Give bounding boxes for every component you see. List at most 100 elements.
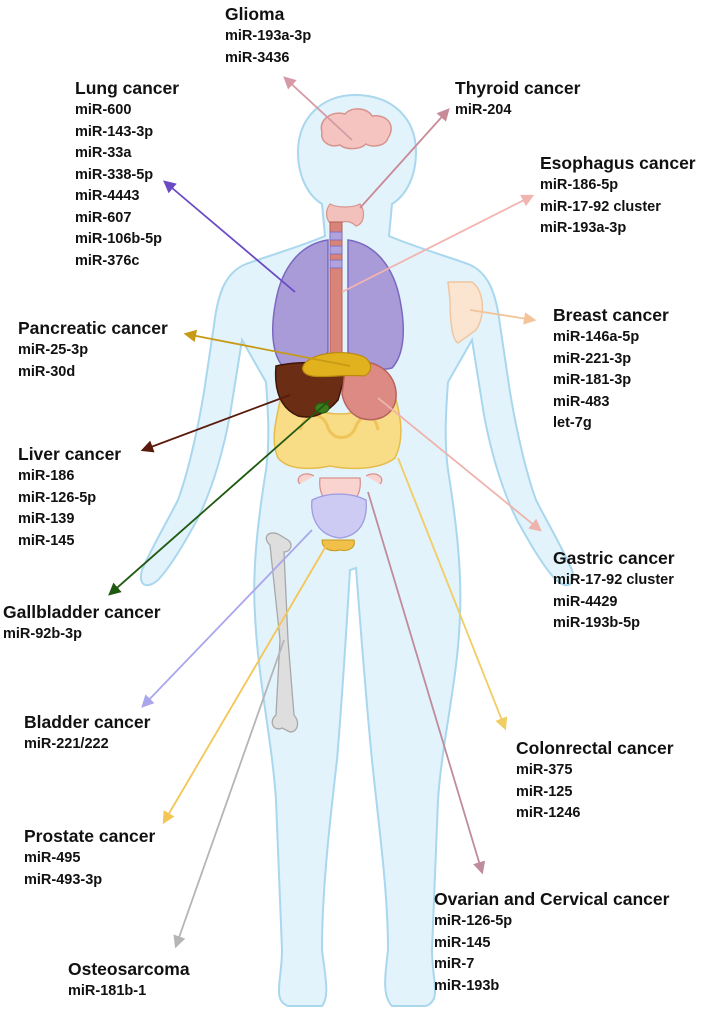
- mirna-item: miR-607: [75, 209, 132, 226]
- trachea-ring: [329, 231, 343, 241]
- mirna-item: miR-126-5p: [434, 913, 513, 929]
- femur-bone: [265, 532, 299, 733]
- cancer-title-breast: Breast cancer: [553, 305, 669, 325]
- cancer-label-glioma: Glioma miR-193a-3p miR-3436: [225, 2, 311, 69]
- human-body: [140, 93, 574, 1007]
- mirna-item: miR-493-3p: [24, 871, 103, 888]
- cancer-label-gallbladder: Gallbladder cancer miR-92b-3p: [3, 600, 161, 646]
- cancer-title-gallbladder: Gallbladder cancer: [3, 602, 161, 622]
- cancer-label-colorectal: Colonrectal cancer miR-375 miR-125 miR-1…: [516, 736, 674, 825]
- mirna-list-colorectal: miR-375 miR-125 miR-1246: [516, 760, 674, 825]
- mirna-item: miR-125: [516, 783, 573, 800]
- esophagus-organ: [329, 221, 343, 366]
- mirna-item: miR-181b-1: [68, 983, 147, 999]
- cancer-title-gastric: Gastric cancer: [553, 548, 675, 568]
- arrow-ovarian: [367, 491, 486, 875]
- mirna-item: miR-193a-3p: [540, 220, 627, 236]
- cancer-label-bladder: Bladder cancer miR-221/222: [24, 710, 150, 756]
- thyroid-organ: [326, 203, 365, 227]
- mirna-item: miR-25-3p: [18, 342, 89, 358]
- arrow-esophagus: [341, 194, 535, 293]
- mirna-item: miR-92b-3p: [3, 626, 82, 642]
- cancer-title-lung: Lung cancer: [75, 78, 180, 98]
- trachea-ring: [329, 259, 343, 269]
- mirna-item: miR-106b-5p: [75, 231, 163, 247]
- cancer-title-colorectal: Colonrectal cancer: [516, 738, 674, 758]
- arrow-liver: [140, 394, 291, 453]
- mirna-list-gallbladder: miR-92b-3p: [3, 624, 161, 646]
- arrow-breast: [469, 309, 537, 325]
- cancer-title-ovarian-cervical: Ovarian and Cervical cancer: [434, 889, 670, 909]
- arrow-gallbladder: [108, 399, 331, 596]
- cancer-title-osteosarcoma: Osteosarcoma: [68, 959, 190, 979]
- arrow-gastric: [377, 397, 542, 532]
- mirna-item: miR-495: [24, 850, 81, 866]
- mirna-item: miR-1246: [516, 805, 581, 821]
- body-silhouette: [140, 93, 574, 1007]
- mirna-item: miR-204: [455, 102, 512, 118]
- arrow-lung: [163, 180, 296, 293]
- mirna-list-osteosarcoma: miR-181b-1: [68, 981, 190, 1003]
- mirna-item: miR-4443: [75, 188, 140, 204]
- mirna-item: miR-193b: [434, 977, 500, 994]
- cancer-title-thyroid: Thyroid cancer: [455, 78, 581, 98]
- mirna-list-thyroid: miR-204: [455, 100, 580, 122]
- mirna-item: miR-139: [18, 511, 75, 527]
- mirna-item: miR-146a-5p: [553, 329, 640, 345]
- cancer-label-ovarian-cervical: Ovarian and Cervical cancer miR-126-5p m…: [434, 887, 669, 997]
- mirna-item: miR-221-3p: [553, 350, 632, 367]
- breast-organ: [447, 281, 484, 344]
- cancer-label-lung: Lung cancer miR-600 miR-143-3p miR-33a m…: [75, 76, 179, 272]
- mirna-item: miR-193a-3p: [225, 28, 312, 44]
- mirna-list-breast: miR-146a-5p miR-221-3p miR-181-3p miR-48…: [553, 327, 669, 435]
- mirna-item: miR-145: [18, 532, 75, 549]
- mirna-item: miR-338-5p: [75, 166, 154, 183]
- cancer-title-glioma: Glioma: [225, 4, 285, 24]
- arrow-colorectal: [397, 457, 508, 731]
- mirna-item: miR-145: [434, 934, 491, 951]
- cancer-title-prostate: Prostate cancer: [24, 826, 156, 846]
- cancer-label-esophagus: Esophagus cancer miR-186-5p miR-17-92 cl…: [540, 151, 696, 240]
- cancer-label-gastric: Gastric cancer miR-17-92 cluster miR-442…: [553, 546, 675, 635]
- mirna-item: miR-7: [434, 956, 475, 972]
- arrow-pancreatic: [183, 329, 351, 367]
- cancer-label-pancreatic: Pancreatic cancer miR-25-3p miR-30d: [18, 316, 168, 383]
- arrow-glioma: [283, 76, 353, 141]
- mirna-list-prostate: miR-495 miR-493-3p: [24, 848, 155, 891]
- cancer-title-esophagus: Esophagus cancer: [540, 153, 696, 173]
- brain-organ: [320, 108, 392, 150]
- mirna-item: miR-33a: [75, 145, 132, 161]
- mirna-item: miR-181-3p: [553, 372, 632, 388]
- cancer-label-liver: Liver cancer miR-186 miR-126-5p miR-139 …: [18, 442, 121, 552]
- mirna-item: miR-4429: [553, 593, 618, 610]
- mirna-item: miR-30d: [18, 363, 76, 380]
- arrow-osteosarcoma: [173, 639, 285, 949]
- mirna-item: miR-186-5p: [540, 177, 619, 193]
- mirna-item: miR-186: [18, 468, 75, 484]
- mirna-item: miR-600: [75, 102, 132, 118]
- mirna-item: miR-193b-5p: [553, 615, 641, 631]
- mirna-item: miR-483: [553, 393, 610, 410]
- mirna-item: miR-375: [516, 762, 573, 778]
- arrow-thyroid: [359, 108, 450, 209]
- mirna-item: miR-17-92 cluster: [540, 198, 661, 215]
- prostate-organ: [321, 539, 355, 552]
- mirna-item: miR-221/222: [24, 736, 109, 752]
- mirna-list-ovarian-cervical: miR-126-5p miR-145 miR-7 miR-193b: [434, 911, 669, 997]
- pancreas-organ: [302, 352, 372, 378]
- mirna-list-esophagus: miR-186-5p miR-17-92 cluster miR-193a-3p: [540, 175, 696, 240]
- mirna-list-liver: miR-186 miR-126-5p miR-139 miR-145: [18, 466, 121, 552]
- cancer-label-thyroid: Thyroid cancer miR-204: [455, 76, 580, 122]
- mirna-list-pancreatic: miR-25-3p miR-30d: [18, 340, 168, 383]
- mirna-item: miR-143-3p: [75, 123, 154, 140]
- cancer-label-osteosarcoma: Osteosarcoma miR-181b-1: [68, 957, 190, 1003]
- mirna-item: let-7g: [553, 415, 592, 431]
- mirna-list-gastric: miR-17-92 cluster miR-4429 miR-193b-5p: [553, 570, 675, 635]
- arrow-prostate: [162, 545, 327, 825]
- mirna-list-lung: miR-600 miR-143-3p miR-33a miR-338-5p mi…: [75, 100, 179, 272]
- mirna-list-glioma: miR-193a-3p miR-3436: [225, 26, 311, 69]
- trachea-ring: [329, 245, 343, 255]
- arrow-bladder: [141, 529, 313, 708]
- cancer-label-prostate: Prostate cancer miR-495 miR-493-3p: [24, 824, 155, 891]
